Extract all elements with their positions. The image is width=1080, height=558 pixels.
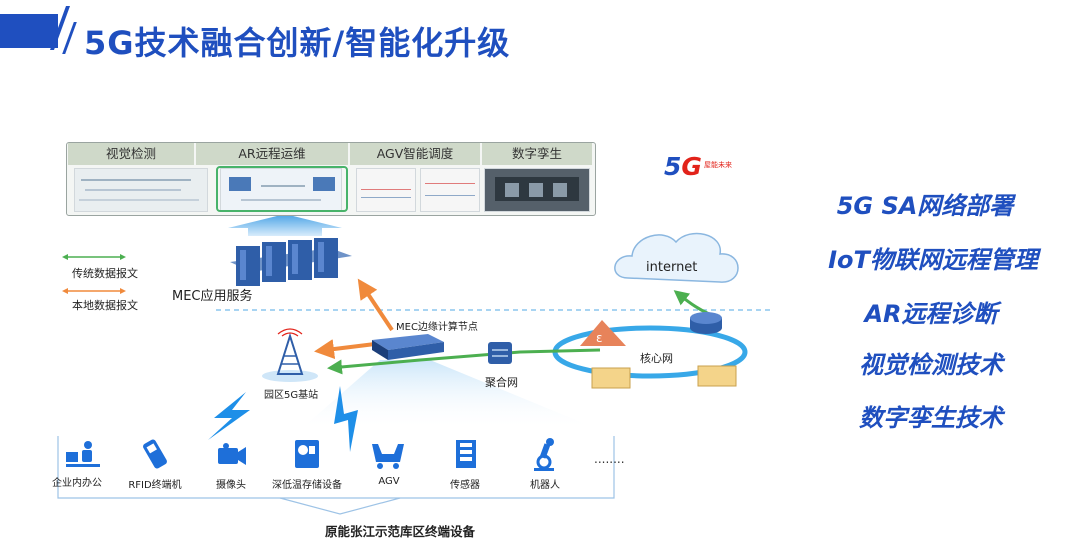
feature-vision: 视觉检测技术 [859,351,1003,379]
sensor-icon [454,438,478,474]
page-title: 5G技术融合创新/智能化升级 [84,24,511,62]
feature-iot: IoT物联网远程管理 [828,246,1038,274]
rfid-terminal-icon [140,438,172,474]
agv-icon [370,440,406,474]
mec-service-label: MEC应用服务 [172,289,253,304]
feature-digital-twin: 数字孪生技术 [859,404,1003,432]
ar-highlight-frame [216,166,348,212]
header-accent-bar [0,14,58,48]
terminal-area-label: 原能张江示范库区终端设备 [324,524,475,539]
ar-maintenance-image [220,168,342,212]
svg-text:ε: ε [596,331,603,345]
mec-edge-node-icon [372,334,444,360]
traffic-local-left [314,339,376,359]
core-network-icons: ε [580,312,737,389]
wireless-bolt-icon [334,386,358,452]
bracket-pointer [279,497,401,515]
mec-edge-node-label: MEC边缘计算节点 [396,322,478,333]
device-more-ellipsis: ........ [594,452,625,466]
app-header-vision: 视觉检测 [68,143,194,165]
camera-icon [216,442,248,474]
legend-traditional-label: 传统数据报文 [72,267,138,280]
agv-chart-image-2 [420,168,480,212]
coverage-beam [300,360,600,430]
device-label-sensor: 传感器 [450,480,480,491]
base-station-label: 园区5G基站 [264,390,319,401]
feature-5g-sa: 5G SA网络部署 [836,192,1014,220]
device-label-rfid: RFID终端机 [128,480,182,491]
feature-ar: AR远程诊断 [864,300,998,328]
app-header-agv: AGV智能调度 [350,143,480,165]
freezer-storage-icon [293,438,321,474]
internet-cloud [614,232,739,283]
digital-twin-image [484,168,590,212]
device-label-office: 企业内办公 [52,478,102,489]
device-label-robot: 机器人 [530,480,560,491]
traffic-local-up [357,278,394,332]
app-header-digital-twin: 数字孪生 [482,143,592,165]
legend-local-label: 本地数据报文 [72,299,138,312]
uplink-arrow [228,214,342,236]
aggregation-router-icon [488,342,512,364]
device-label-camera: 摄像头 [216,480,246,491]
office-user-icon [66,440,100,474]
wireless-bolt-icon [208,392,250,440]
5g-logo-tagline: 屋能未来 [704,161,732,169]
robot-arm-icon [530,436,560,476]
internet-label: internet [646,260,698,275]
device-label-agv: AGV [378,476,400,487]
device-bracket [57,436,615,499]
mec-server-icon [230,238,352,286]
agv-chart-image-1 [356,168,416,212]
vision-inspection-image [74,168,208,212]
device-label-freezer: 深低温存储设备 [272,480,342,491]
app-header-ar: AR远程运维 [196,143,348,165]
traffic-traditional [327,348,601,375]
5g-logo: 5G [664,152,702,181]
aggregation-label: 聚合网 [485,376,518,389]
core-network-label: 核心网 [640,352,673,365]
base-station-icon [262,328,318,382]
